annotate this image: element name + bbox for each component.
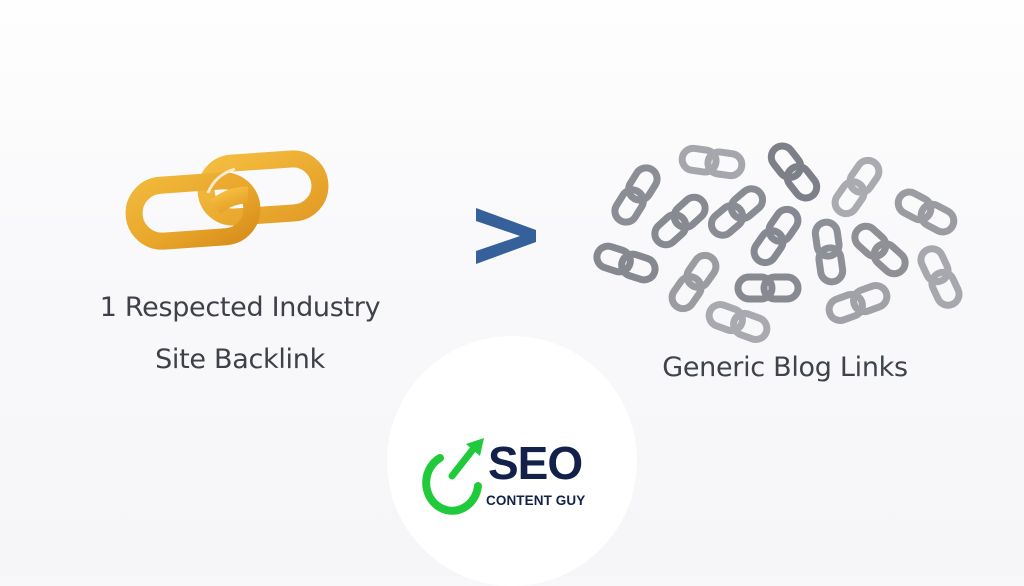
greater-than-icon bbox=[476, 208, 536, 264]
logo-subtitle: CONTENT GUY bbox=[486, 493, 586, 508]
gray-link bbox=[681, 147, 743, 177]
green-arrow-circle-icon bbox=[422, 438, 484, 515]
left-caption-line1: 1 Respected Industry bbox=[99, 292, 381, 323]
left-caption: 1 Respected Industry Site Backlink bbox=[60, 282, 420, 386]
gray-link bbox=[611, 164, 661, 227]
gray-link bbox=[850, 222, 909, 278]
gray-link bbox=[650, 193, 709, 249]
gray-link bbox=[707, 184, 767, 239]
gray-link bbox=[767, 142, 821, 203]
gray-link bbox=[826, 282, 890, 323]
gray-link bbox=[594, 243, 658, 282]
gray-link bbox=[831, 156, 883, 218]
gray-link bbox=[814, 221, 844, 283]
seo-content-guy-logo: SEO CONTENT GUY bbox=[418, 434, 608, 518]
gray-link bbox=[894, 188, 957, 236]
logo-title: SEO bbox=[488, 437, 583, 489]
right-caption: Generic Blog Links bbox=[662, 352, 908, 383]
left-caption-line2: Site Backlink bbox=[155, 344, 325, 375]
logo-background-circle bbox=[387, 336, 637, 586]
gray-link bbox=[750, 205, 802, 267]
gray-link bbox=[706, 301, 770, 342]
gold-chain-link-icon bbox=[125, 150, 329, 250]
gray-link bbox=[738, 277, 798, 299]
gray-link bbox=[917, 245, 962, 309]
